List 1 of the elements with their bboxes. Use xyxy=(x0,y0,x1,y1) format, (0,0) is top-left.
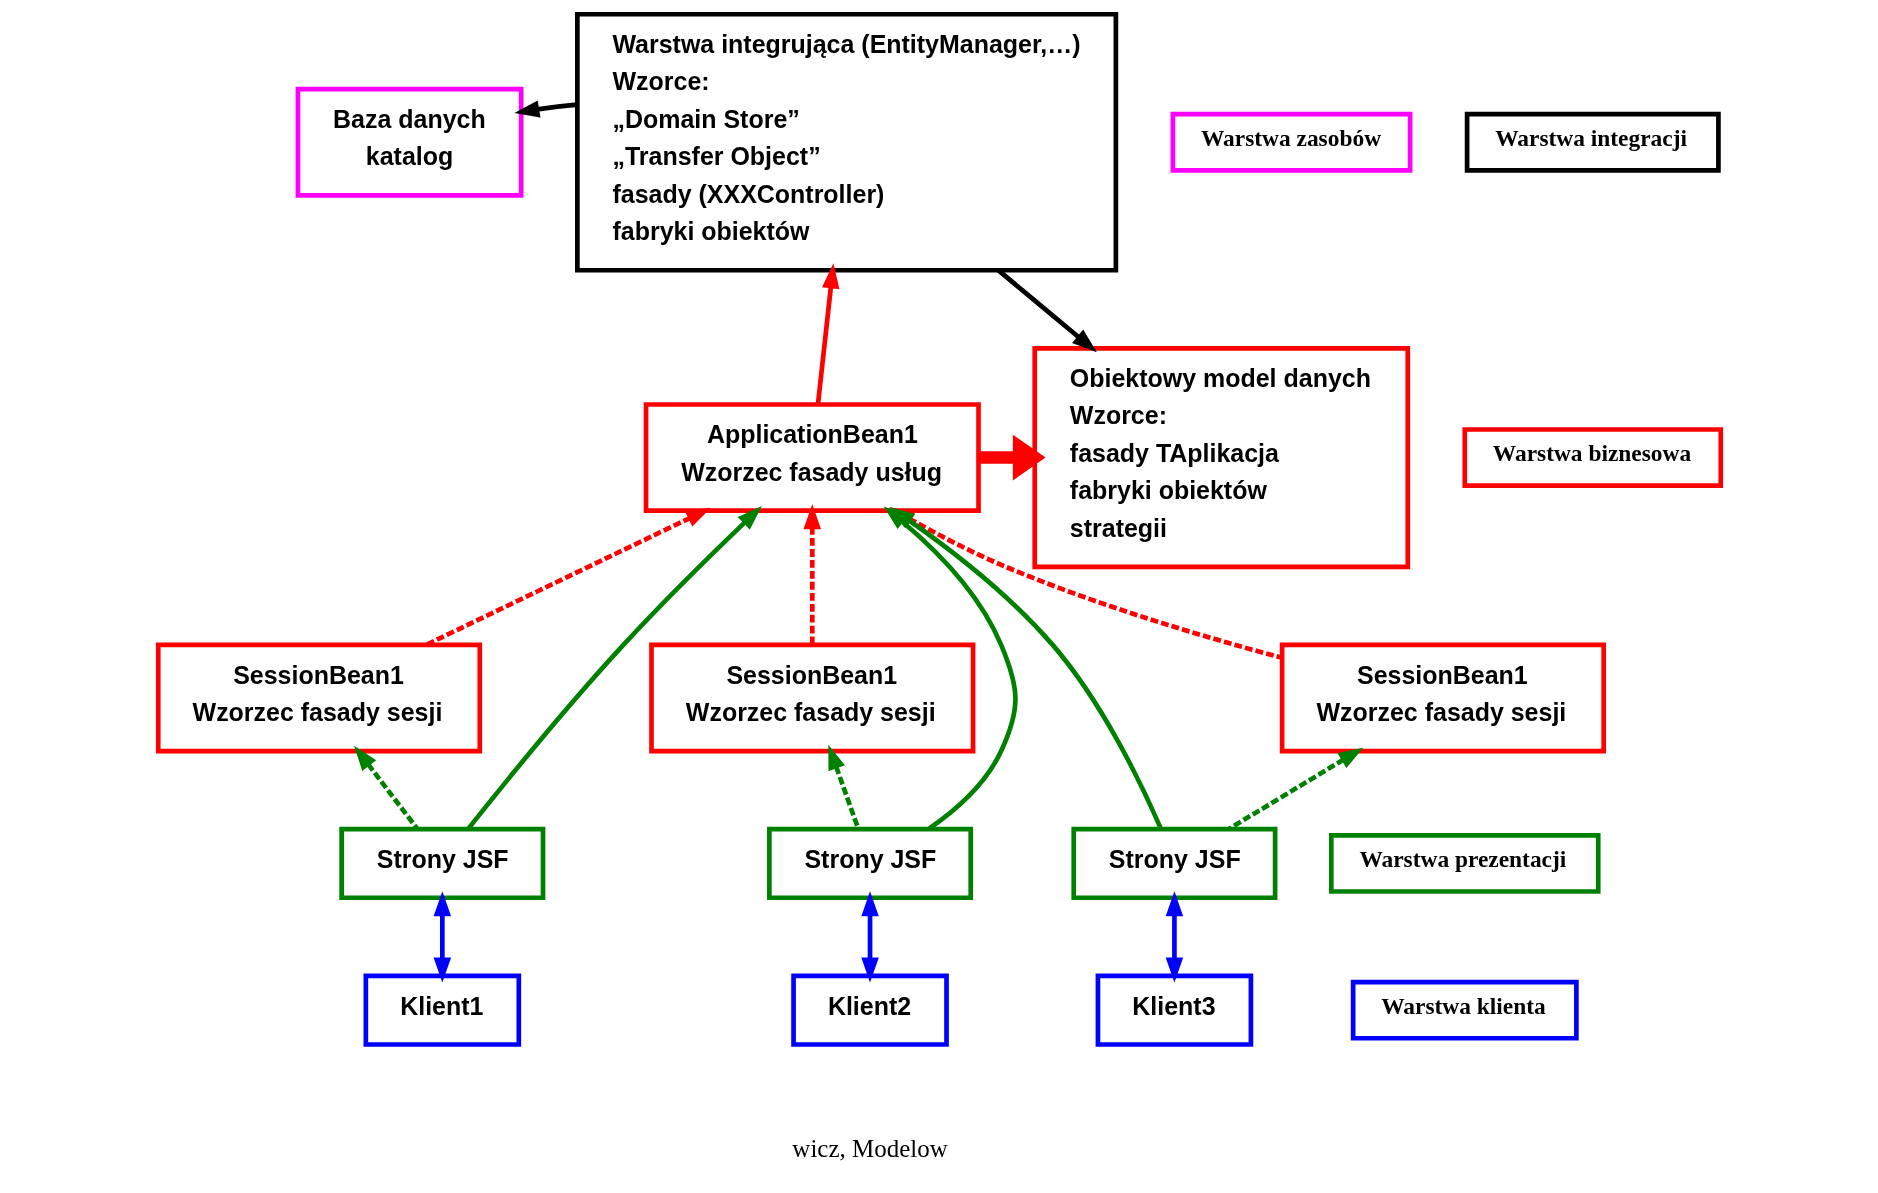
label: wicz, Modelow xyxy=(791,1134,948,1162)
